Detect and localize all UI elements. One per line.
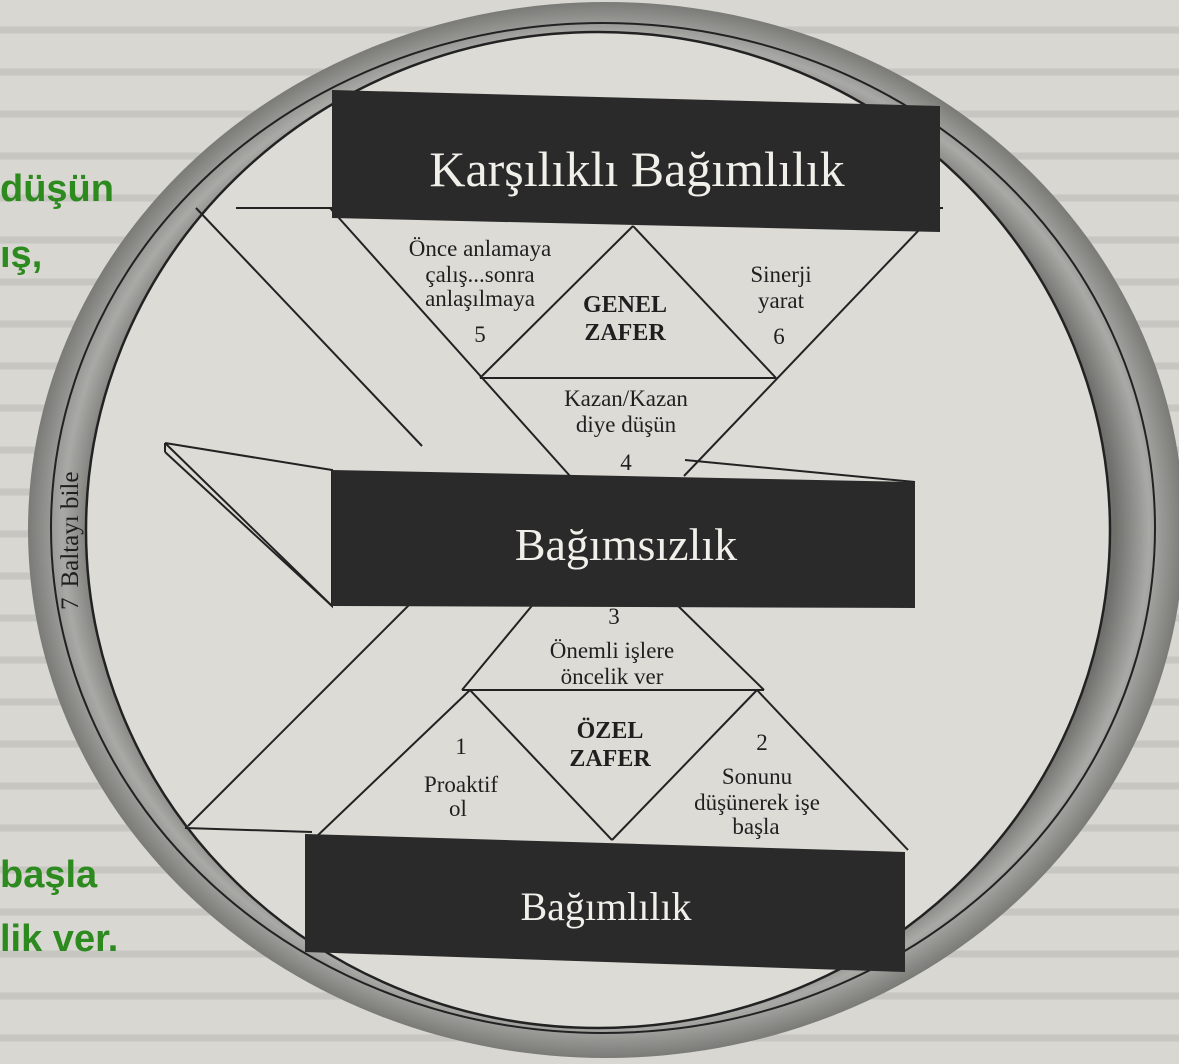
habit-7-label: 7Baltayı bile: [57, 472, 84, 610]
habit-5-line-1: Önce anlamaya: [409, 236, 551, 261]
habit-2-line-3: başla: [732, 814, 779, 839]
habit-5-line-3: anlaşılmaya: [425, 286, 535, 311]
slide-text-fragment-2: ış,: [0, 234, 43, 276]
habit-6-line-2: yarat: [758, 288, 805, 313]
habit-4-line-1: Kazan/Kazan: [564, 386, 688, 411]
habit-1-line-2: ol: [449, 796, 467, 821]
habit-6-line-1: Sinerji: [750, 262, 811, 287]
bar-independence: Bağımsızlık: [332, 470, 915, 608]
habit-4-number: 4: [620, 450, 632, 475]
bar-independence-label: Bağımsızlık: [515, 519, 737, 570]
habit-1-number: 1: [455, 734, 467, 759]
slide-text-fragment-3: başla: [0, 854, 98, 896]
diagram-lines: [164, 207, 943, 851]
bar-dependence: Bağımlılık: [305, 834, 905, 972]
ring-inner-line: [50, 22, 1156, 1034]
bar-interdependence: Karşılıklı Bağımlılık: [332, 90, 940, 232]
slide-text-fragment-4: lik ver.: [0, 918, 119, 960]
habit-3-number: 3: [608, 604, 620, 629]
habit-3-line-2: öncelik ver: [561, 664, 664, 689]
habit-2-line-2: düşünerek işe: [694, 790, 820, 815]
habit-4-line-2: diye düşün: [576, 412, 677, 437]
private-victory-line-1: ÖZEL: [577, 718, 644, 744]
public-victory-line-1: GENEL: [583, 292, 667, 318]
habit-2-line-1: Sonunu: [722, 764, 793, 789]
habit-2-number: 2: [756, 730, 768, 755]
habit-6-number: 6: [773, 324, 785, 349]
habit-5-line-2: çalış...sonra: [425, 262, 534, 287]
habit-5-number: 5: [474, 322, 486, 347]
private-victory-line-2: ZAFER: [569, 746, 651, 772]
public-victory-line-2: ZAFER: [584, 320, 666, 346]
slide-text-fragment-1: düşün: [0, 168, 114, 210]
bar-dependence-label: Bağımlılık: [520, 884, 691, 929]
habit-3-line-1: Önemli işlere: [550, 638, 675, 663]
habit-1-line-1: Proaktif: [424, 772, 498, 797]
bar-interdependence-label: Karşılıklı Bağımlılık: [429, 141, 844, 197]
